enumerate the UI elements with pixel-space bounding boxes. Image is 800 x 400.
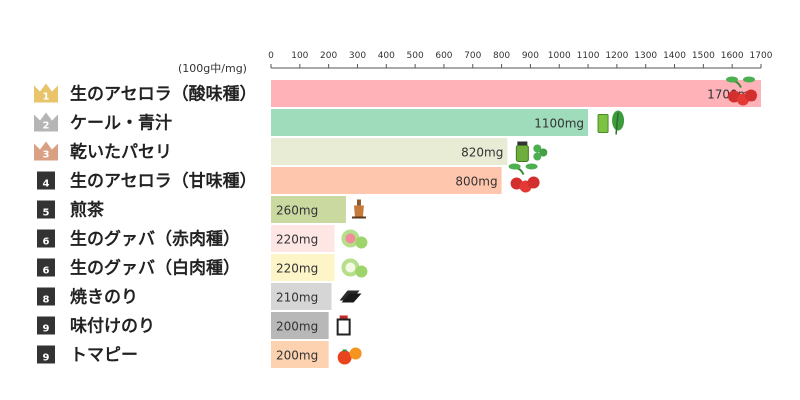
item-name: トマピー [70,346,138,366]
bar [271,138,508,165]
item-name: 乾いたパセリ [70,142,172,163]
rank-number: 2 [43,121,50,132]
tick-label: 100 [291,51,308,61]
tick-label: 1500 [692,51,715,61]
rank-badge: 6 [37,258,55,277]
rank-badge: 6 [37,229,55,248]
bar [271,225,335,252]
rank-number: 1 [43,92,50,103]
rank-number: 4 [43,179,50,190]
rank-badge: 9 [37,345,55,364]
rank-crown-icon: 2 [34,112,58,132]
item-name: 生のグァバ（白肉種） [70,258,240,279]
rank-number: 8 [43,295,50,306]
bar [271,196,346,223]
item-name: 煎茶 [70,200,105,221]
rank-badge: 8 [37,287,55,306]
row-labels: 1 生のアセロラ（酸味種） 2 ケール・青汁 3 乾いたパセリ 4 生のアセロラ（甘味種） 5 煎… [34,83,257,366]
tick-label: 1000 [548,51,571,61]
tea-cup-icon [351,199,366,219]
rank-badge: 9 [37,316,55,335]
value-label: 800mg [455,175,497,189]
tick-label: 500 [407,51,424,61]
bar [271,80,761,107]
green-juice-kale-icon [597,110,625,135]
white-guava-icon [341,258,368,278]
tick-label: 600 [435,51,452,61]
tick-label: 200 [320,51,337,61]
tick-label: 1300 [634,51,657,61]
tick-label: 700 [464,51,481,61]
value-label: 200mg [276,320,318,334]
rank-badge: 4 [37,171,55,190]
item-name: 生のアセロラ（甘味種） [70,171,257,192]
bar [271,167,502,194]
tick-label: 1600 [721,51,744,61]
rank-number: 6 [43,237,50,248]
tick-label: 800 [493,51,510,61]
acerola-icon [726,76,757,106]
tick-label: 1100 [577,51,600,61]
parsley-jar-icon [515,141,548,162]
value-label: 220mg [276,233,318,247]
value-label: 210mg [276,291,318,305]
value-label: 200mg [276,349,318,363]
seasoned-nori-icon [336,315,351,336]
red-guava-icon [341,229,368,249]
item-name: ケール・青汁 [70,113,172,134]
bar [271,341,329,368]
rank-badge: 5 [37,200,55,219]
bars: 1700mg1100mg820mg800mg260mg220mg220mg210… [271,76,761,368]
bar [271,254,335,281]
nori-icon [339,290,362,303]
tick-label: 1700 [750,51,773,61]
unit-label: (100g中/mg) [178,62,247,75]
rank-crown-icon: 3 [34,141,58,161]
item-name: 味付けのり [70,316,155,337]
tomapi-pepper-icon [337,347,362,365]
rank-number: 9 [43,353,50,364]
value-label: 260mg [276,204,318,218]
item-name: 生のグァバ（赤肉種） [70,229,240,250]
acerola-icon [508,163,540,193]
tick-label: 1200 [605,51,628,61]
value-label: 820mg [461,146,503,160]
bar [271,283,332,310]
rank-number: 3 [43,150,50,161]
tick-label: 1400 [663,51,686,61]
rank-number: 9 [43,324,50,335]
value-label: 220mg [276,262,318,276]
value-label: 1100mg [534,117,584,131]
bar [271,312,329,339]
rank-number: 5 [43,208,50,219]
tick-label: 300 [349,51,366,61]
tick-label: 0 [268,51,274,61]
tick-label: 400 [378,51,395,61]
tick-label: 900 [522,51,539,61]
rank-number: 6 [43,266,50,277]
item-name: 生のアセロラ（酸味種） [70,84,257,105]
rank-crown-icon: 1 [34,83,58,103]
bar [271,109,589,136]
x-axis: 0 100 200 300 400 500 600 700 800 900 1000 1100 1200… [268,51,773,69]
item-name: 焼きのり [70,287,138,308]
